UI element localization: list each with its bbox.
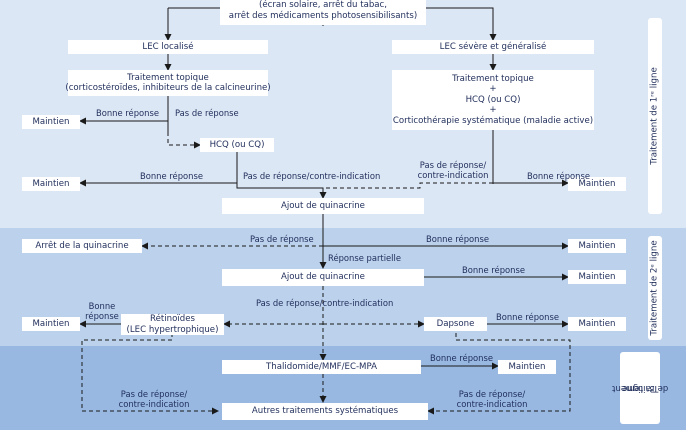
severe-dashed (323, 182, 493, 189)
label-bonne-reponse-8: Bonne réponse (430, 353, 493, 363)
label-bonne-reponse-4: Bonne réponse (426, 234, 489, 244)
quinacrine-box-1: Ajout de quinacrine (222, 198, 424, 214)
arrow-to-quinacrine-1 (236, 184, 327, 199)
label-reponse-partielle: Réponse partielle (328, 253, 401, 263)
arret-quinacrine-box: Arrêt de la quinacrine (22, 239, 142, 253)
label-pas-ci-right: Pas de réponse/contre-indication (456, 389, 528, 409)
dapsone-box: Dapsone (424, 317, 487, 331)
maintien-box-4: Maintien (568, 239, 626, 253)
maintien-box-2: Maintien (22, 177, 80, 191)
side-label-second-line: Traitement de 2ᵉ ligne (648, 236, 662, 340)
label-bonne-reponse-3: Bonne réponse (527, 171, 590, 181)
maintien-box-1: Maintien (22, 115, 80, 129)
maintien-box-8: Maintien (498, 360, 556, 374)
label-bonne-reponse-7: Bonne réponse (496, 312, 559, 322)
arrow-retinoides-to-autres (81, 333, 219, 415)
autres-traitements-box: Autres traitements systématiques (222, 403, 428, 420)
quinacrine-box-2: Ajout de quinacrine (222, 269, 424, 286)
maintien-box-5: Maintien (568, 270, 626, 284)
label-pas-ci-1: Pas de réponse/contre-indication (243, 171, 381, 181)
thalidomide-box: Thalidomide/MMF/EC-MPA (222, 360, 421, 374)
arrow-dapsone-to-autres (427, 333, 571, 415)
side-label-first-line: Traitement de 1ʳᵉ ligne (648, 18, 662, 214)
maintien-box-3: Maintien (568, 177, 626, 191)
label-pas-de-reponse-2: Pas de réponse (250, 234, 314, 244)
arrow-to-hcq (167, 132, 201, 149)
hcq-box: HCQ (ou CQ) (200, 138, 274, 152)
topical-treatment-local-box: Traitement topique(corticostéroïdes, inh… (65, 70, 271, 96)
label-bonne-reponse-5: Bonne réponse (462, 265, 525, 275)
retinoides-box: Rétinoïdes(LEC hypertrophique) (121, 314, 224, 335)
topical-treatment-severe-box: Traitement topique+HCQ (ou CQ)+Corticoth… (392, 70, 594, 130)
lec-localise-box: LEC localisé (68, 40, 268, 54)
label-bonne-reponse-2: Bonne réponse (140, 171, 203, 181)
label-pas-ci-2: Pas de réponse/contre-indication (256, 298, 394, 308)
label-pas-de-reponse-1: Pas de réponse (175, 108, 239, 118)
label-bonne-reponse-1: Bonne réponse (96, 108, 159, 118)
label-pas-ci-severe: Pas de réponse/contre-indication (417, 160, 489, 180)
maintien-box-6: Maintien (22, 317, 80, 331)
general-measures-box: (écran solaire, arrêt du tabac,arrêt des… (220, 0, 426, 25)
lec-severe-box: LEC sévère et généralisé (392, 40, 594, 54)
label-pas-ci-left: Pas de réponse/contre-indication (118, 389, 190, 409)
maintien-box-7: Maintien (568, 317, 626, 331)
